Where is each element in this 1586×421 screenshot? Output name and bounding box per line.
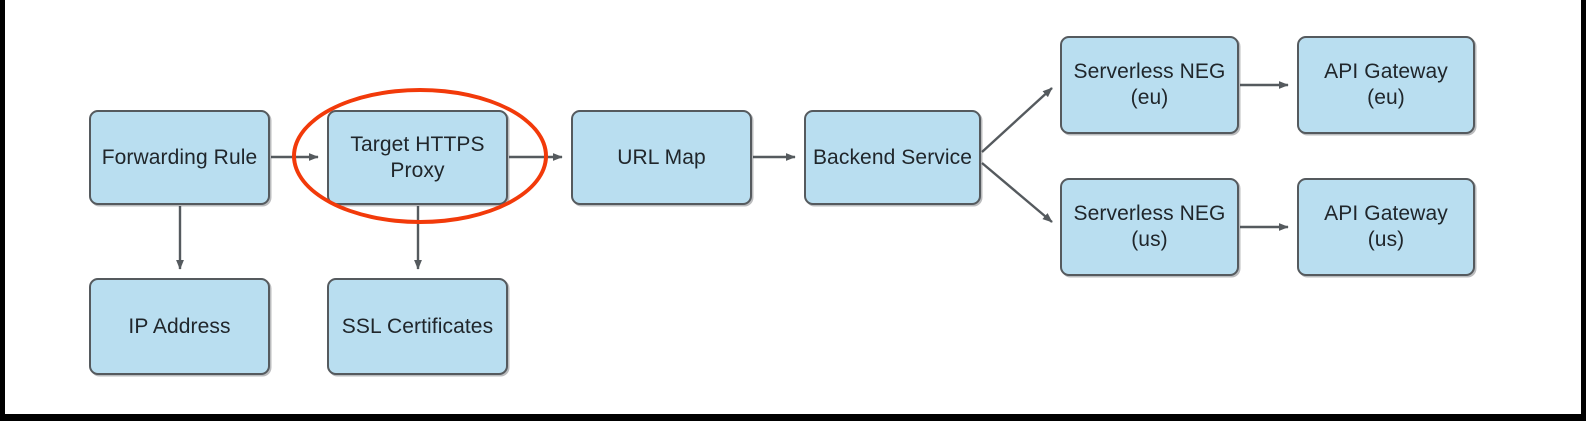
edge-backend-service-to-serverless-neg-us [981, 162, 1053, 223]
node-ip-address[interactable]: IP Address [89, 278, 270, 375]
frame-right-border [1581, 0, 1586, 421]
node-label-ssl-certificates: SSL Certificates [341, 314, 494, 338]
node-label-target-https-proxy: Target HTTPS Proxy [350, 132, 485, 182]
node-api-gateway-eu[interactable]: API Gateway (eu) [1297, 36, 1475, 134]
node-serverless-neg-eu[interactable]: Serverless NEG (eu) [1060, 36, 1239, 134]
node-label-api-gateway-eu: API Gateway (eu) [1324, 60, 1448, 109]
node-label-forwarding-rule: Forwarding Rule [101, 145, 258, 169]
node-forwarding-rule[interactable]: Forwarding Rule [89, 110, 270, 205]
node-label-url-map: URL Map [617, 145, 706, 169]
frame-left-border [0, 0, 5, 421]
node-label-ip-address: IP Address [128, 314, 231, 338]
node-url-map[interactable]: URL Map [571, 110, 752, 205]
node-serverless-neg-us[interactable]: Serverless NEG (us) [1060, 178, 1239, 276]
frame-bottom-border [0, 414, 1586, 421]
node-backend-service[interactable]: Backend Service [804, 110, 981, 205]
node-label-serverless-neg-eu: Serverless NEG (eu) [1073, 60, 1226, 109]
node-ssl-certificates[interactable]: SSL Certificates [327, 278, 508, 375]
node-label-api-gateway-us: API Gateway (us) [1324, 202, 1448, 251]
edge-backend-service-to-serverless-neg-eu [981, 87, 1053, 153]
node-api-gateway-us[interactable]: API Gateway (us) [1297, 178, 1475, 276]
node-target-https-proxy[interactable]: Target HTTPS Proxy [327, 110, 508, 205]
node-label-serverless-neg-us: Serverless NEG (us) [1073, 202, 1226, 251]
node-label-backend-service: Backend Service [812, 145, 973, 169]
